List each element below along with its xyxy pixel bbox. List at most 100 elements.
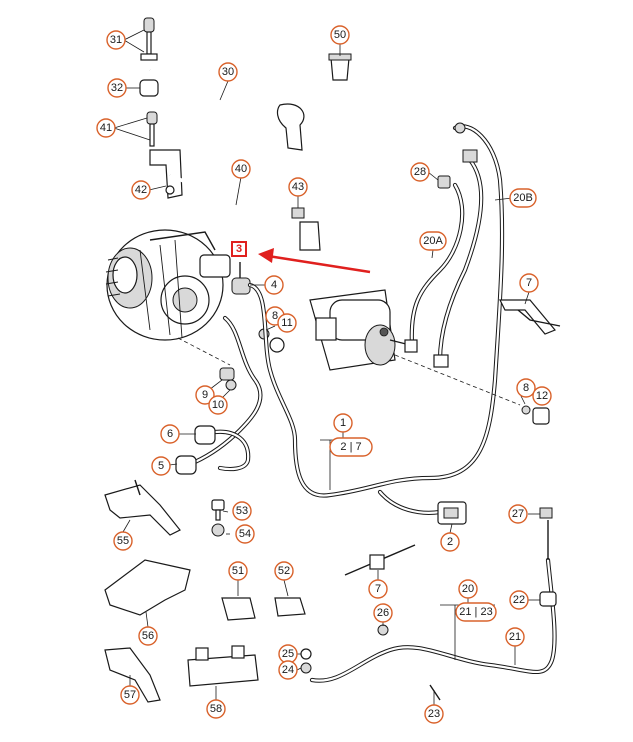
bolt-31 [140,17,158,61]
callout-10[interactable]: 10 [208,395,228,415]
main-harness [192,124,505,515]
sensor-12 [521,405,550,425]
callout-41-label: 41 [100,122,112,134]
callout-52[interactable]: 52 [274,561,294,581]
starter-motor [309,289,411,371]
callout-20A-label: 20A [423,235,443,247]
nut-54 [211,523,225,537]
callout-54[interactable]: 54 [235,524,255,544]
callout-31[interactable]: 31 [106,30,126,50]
terminal-28 [437,175,451,189]
callout-20[interactable]: 20 [458,579,478,599]
callout-8-lower[interactable]: 8 [516,378,536,398]
callout-43-label: 43 [292,181,304,193]
callout-1-children-label: 2 | 7 [340,441,361,453]
callout-4[interactable]: 4 [264,275,284,295]
callout-28-label: 28 [414,166,426,178]
callout-20B[interactable]: 20B [509,188,537,208]
callout-24-label: 24 [282,664,294,676]
callout-57[interactable]: 57 [120,685,140,705]
bracket-7-upper [499,299,561,335]
callout-26[interactable]: 26 [373,603,393,623]
callout-23-label: 23 [428,708,440,720]
callout-53-label: 53 [236,505,248,517]
callout-1-label: 1 [340,417,346,429]
nut-26 [377,624,389,636]
callout-26-label: 26 [377,607,389,619]
cable-tie-7 [344,544,416,576]
callout-30-label: 30 [222,66,234,78]
callout-9[interactable]: 9 [195,385,215,405]
callout-54-label: 54 [239,528,251,540]
callout-51-label: 51 [232,565,244,577]
battery-cable-20A [404,182,465,353]
callout-50[interactable]: 50 [330,25,350,45]
callout-58-label: 58 [210,703,222,715]
nut-43 [291,207,305,219]
callout-41[interactable]: 41 [96,118,116,138]
callout-51[interactable]: 51 [228,561,248,581]
callout-1[interactable]: 1 [333,413,353,433]
callout-20-children[interactable]: 21 | 23 [455,602,497,622]
callout-22-label: 22 [513,594,525,606]
callout-6[interactable]: 6 [160,424,180,444]
callout-56[interactable]: 56 [138,626,158,646]
callout-5[interactable]: 5 [151,456,171,476]
bracket-56 [104,559,191,616]
callout-32-label: 32 [111,82,123,94]
callout-52-label: 52 [278,565,290,577]
bolt-53 [211,499,225,521]
callout-53[interactable]: 53 [232,501,252,521]
callout-20-label: 20 [462,583,474,595]
cap-25-24 [300,648,312,674]
callout-30[interactable]: 30 [218,62,238,82]
callout-23[interactable]: 23 [424,704,444,724]
spacer-32 [139,79,159,97]
callout-11-label: 11 [281,317,292,329]
callout-5-label: 5 [158,460,164,472]
callout-20-children-label: 21 | 23 [459,606,492,618]
callout-28[interactable]: 28 [410,162,430,182]
callout-43[interactable]: 43 [288,177,308,197]
callout-56-label: 56 [142,630,154,642]
connector-4 [231,262,251,295]
callout-55[interactable]: 55 [113,531,133,551]
callout-27[interactable]: 27 [508,504,528,524]
callout-4-label: 4 [271,279,277,291]
plug-6 [194,425,216,445]
callout-50-label: 50 [334,29,346,41]
callout-2-label: 2 [447,536,453,548]
callout-7-middle[interactable]: 7 [368,579,388,599]
callout-11[interactable]: 11 [277,313,297,333]
connector-2 [437,501,467,525]
bolt-9-10 [219,367,237,391]
holder-58 [187,645,259,687]
callout-25[interactable]: 25 [278,644,298,664]
callout-32[interactable]: 32 [107,78,127,98]
callout-22[interactable]: 22 [509,590,529,610]
callout-27-label: 27 [512,508,524,520]
callout-2[interactable]: 2 [440,532,460,552]
callout-42[interactable]: 42 [131,180,151,200]
callout-1-children[interactable]: 2 | 7 [329,437,373,457]
callout-6-label: 6 [167,428,173,440]
callout-25-label: 25 [282,648,294,660]
callout-21-label: 21 [509,631,521,643]
lower-harness [309,520,557,701]
callout-42-label: 42 [135,184,147,196]
callout-21[interactable]: 21 [505,627,525,647]
dashed-lines [177,337,521,406]
callout-24[interactable]: 24 [278,660,298,680]
callout-58[interactable]: 58 [206,699,226,719]
highlight-part-3[interactable]: 3 [231,241,247,257]
callout-12[interactable]: 12 [532,386,552,406]
callout-20A[interactable]: 20A [419,231,447,251]
callout-31-label: 31 [110,34,122,46]
callout-40[interactable]: 40 [231,159,251,179]
bracket-57 [104,647,161,703]
callout-7-upper[interactable]: 7 [519,273,539,293]
callout-57-label: 57 [124,689,136,701]
red-arrow [258,248,371,274]
